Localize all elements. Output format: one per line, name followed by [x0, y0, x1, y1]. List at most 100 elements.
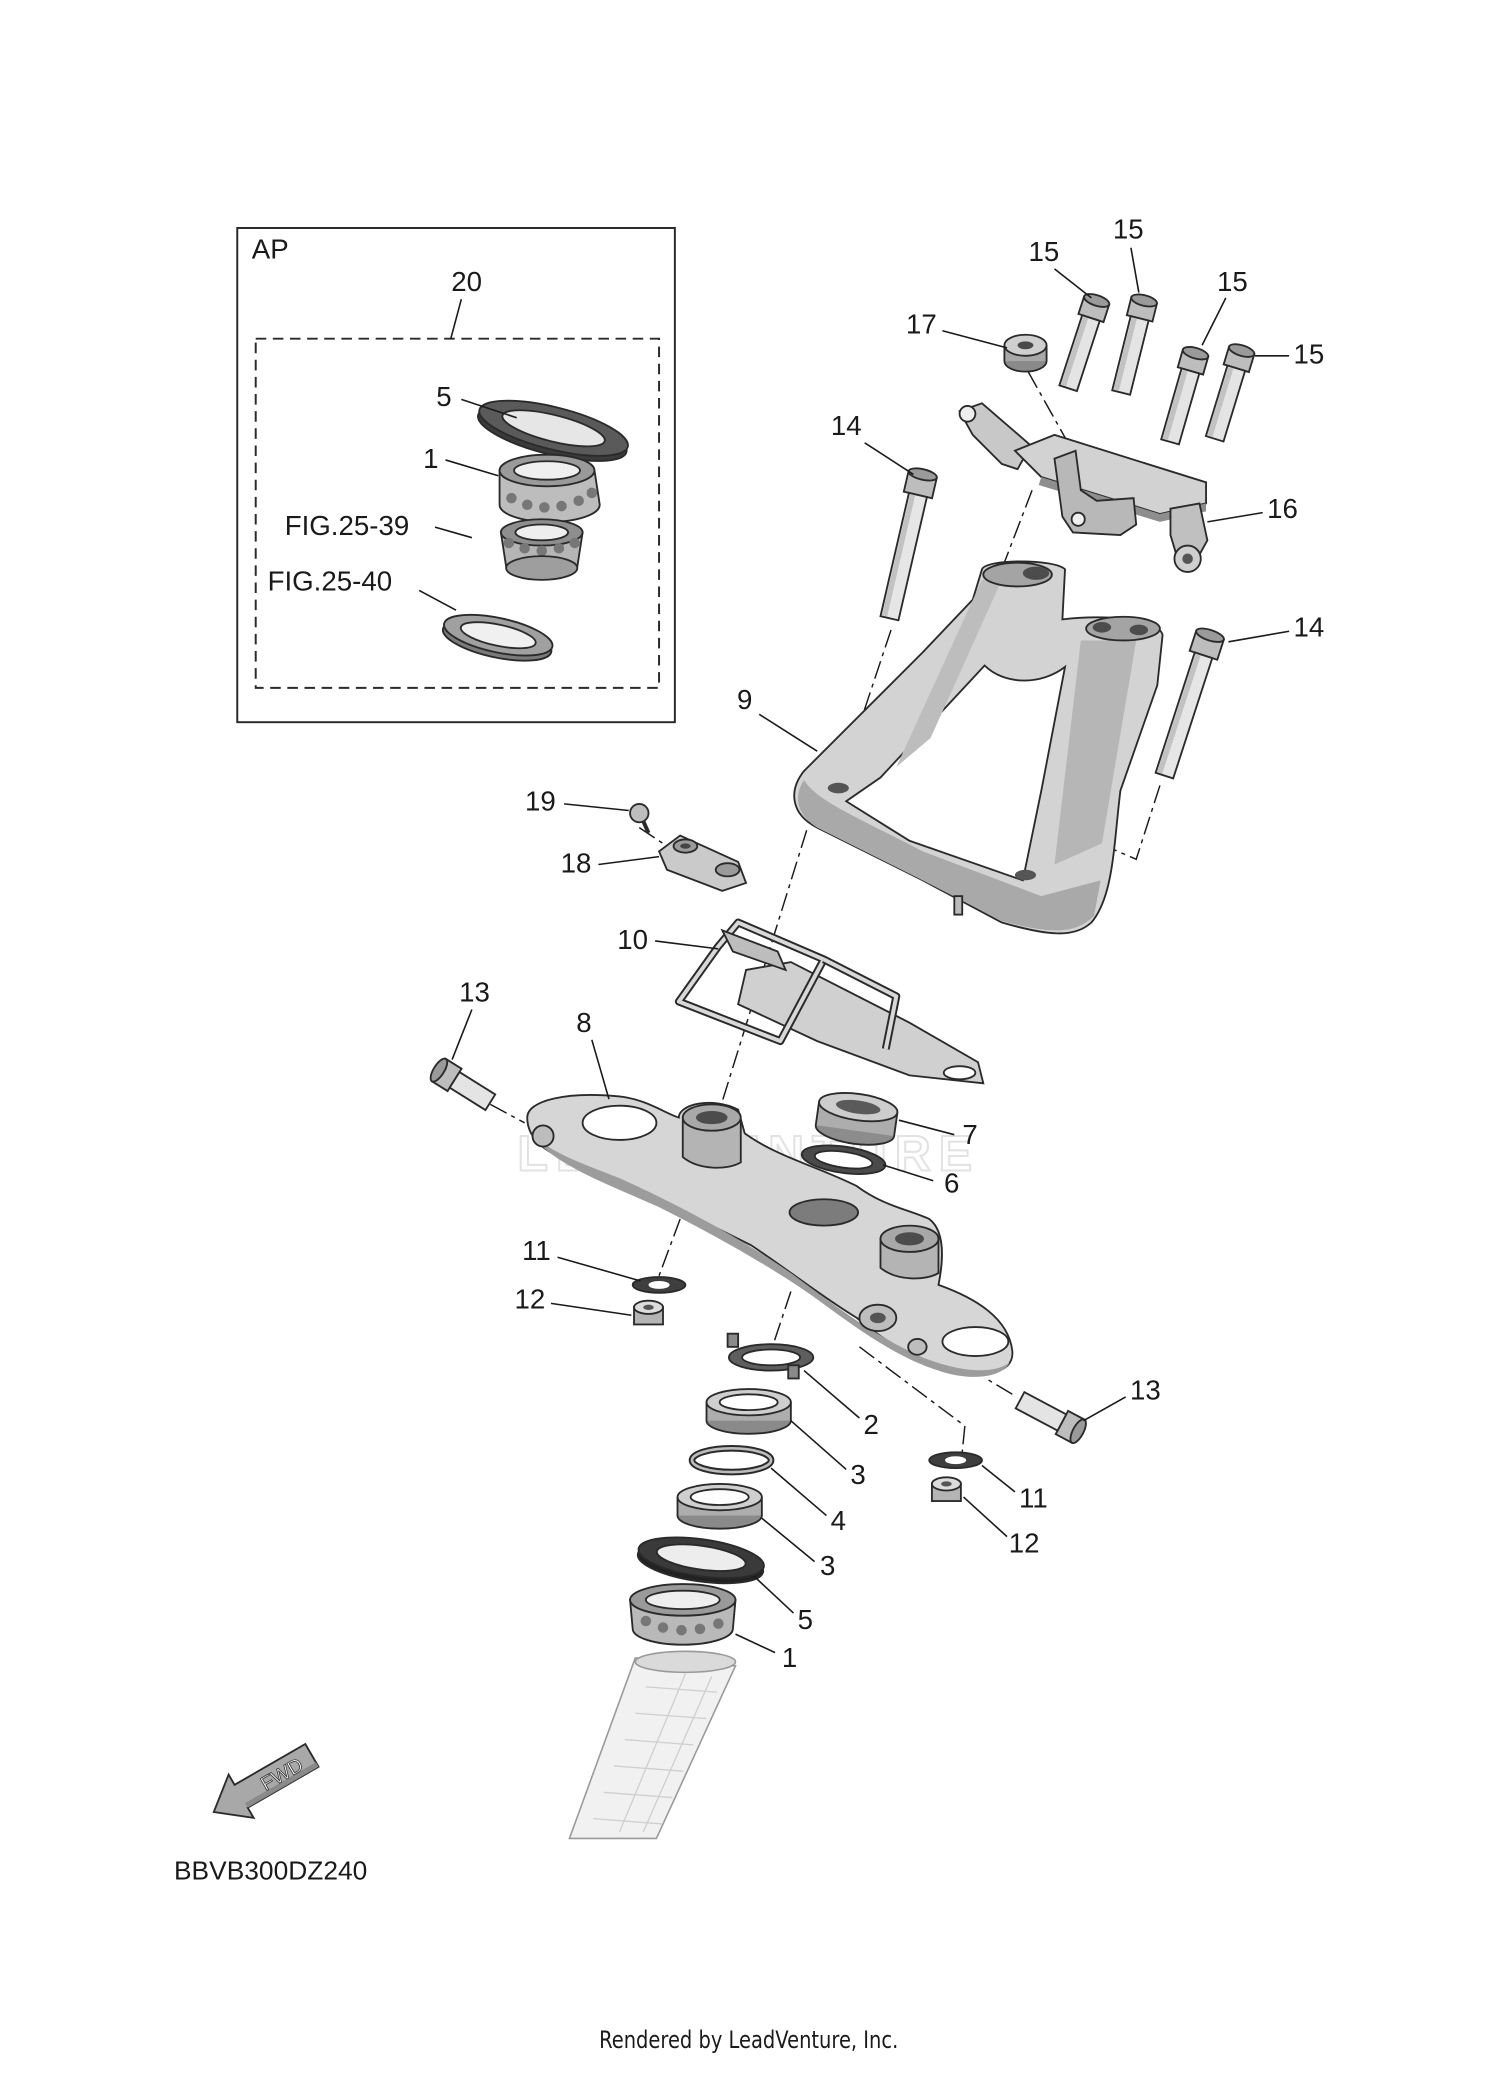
washer-17 [1003, 333, 1048, 373]
inset-title: AP [252, 233, 289, 264]
callout-13-left: 13 [459, 977, 490, 1008]
bearing-1 [629, 1583, 737, 1646]
axis-nut-left [658, 1218, 681, 1276]
leader-10 [654, 940, 719, 950]
nut-12-left [633, 1299, 664, 1326]
bolt-14-left [879, 467, 938, 622]
nut-7 [814, 1092, 899, 1146]
axis-bolt-13-right [985, 1377, 1013, 1395]
leader-12-left [550, 1302, 632, 1317]
diagram-code: BBVB300DZ240 [174, 1855, 367, 1885]
axis-nut-right [858, 1346, 966, 1453]
leader-8 [591, 1039, 610, 1100]
leader-18 [598, 855, 660, 866]
leader-15-c [1201, 297, 1227, 346]
callout-11-left: 11 [522, 1235, 551, 1266]
callout-15-c: 15 [1217, 266, 1248, 297]
bolt-15-a [1058, 293, 1111, 393]
callout-11-right: 11 [1019, 1483, 1048, 1514]
callouts: 15 15 15 15 17 14 16 14 9 19 18 10 13 8 … [451, 214, 1324, 1673]
inset-fig-ref-lower: FIG.25-40 [268, 565, 393, 596]
callout-8: 8 [576, 1007, 591, 1038]
callout-10: 10 [617, 924, 648, 955]
inset-washer-leader [461, 398, 517, 419]
leader-3-upper [790, 1420, 847, 1471]
callout-4: 4 [831, 1505, 846, 1536]
bolt-13-right [1014, 1390, 1087, 1445]
leader-16 [1207, 511, 1263, 523]
callout-18: 18 [561, 847, 592, 878]
holder-9 [793, 560, 1164, 935]
leader-3-lower [761, 1517, 816, 1563]
steering-stem [568, 1650, 737, 1840]
washer-11-left [631, 1276, 687, 1294]
cover-5 [636, 1536, 765, 1585]
callout-12-left: 12 [514, 1284, 545, 1315]
callout-14-left: 14 [831, 410, 862, 441]
inset-bearing-label: 1 [423, 443, 438, 474]
bolt-15-d [1204, 343, 1256, 443]
inset-border [236, 227, 676, 724]
inset-kit-leader [450, 298, 463, 339]
leader-15-a [1053, 268, 1092, 299]
callout-5: 5 [798, 1604, 813, 1635]
callout-6: 6 [944, 1168, 959, 1199]
callout-15-d: 15 [1293, 339, 1324, 370]
nut-12-right [930, 1476, 962, 1502]
washer-4 [688, 1445, 775, 1476]
leader-1 [735, 1633, 776, 1654]
footer-credit: Rendered by LeadVenture, Inc. [599, 2026, 898, 2054]
callout-7: 7 [962, 1119, 977, 1150]
under-bracket-8 [526, 1094, 1014, 1377]
washer-6 [800, 1144, 887, 1175]
leader-7 [898, 1119, 955, 1136]
callout-17: 17 [906, 308, 937, 339]
inset-seal-ring [441, 613, 554, 662]
leader-14-left [864, 442, 914, 476]
bracket-16 [958, 402, 1209, 573]
bolt-15-b [1111, 293, 1159, 396]
inset-bearing-leader [445, 459, 499, 477]
bolt-13-left [429, 1057, 497, 1112]
leader-15-b [1130, 247, 1140, 293]
screw-19 [629, 802, 651, 834]
axis-bracket-16 [1001, 489, 1033, 570]
callout-2: 2 [864, 1409, 879, 1440]
leader-17 [942, 330, 1008, 349]
lock-washer-2 [726, 1332, 815, 1380]
leader-12-right [963, 1496, 1008, 1538]
inset-washer-label: 5 [436, 381, 451, 412]
callout-3-upper: 3 [850, 1459, 865, 1490]
inset-fig-upper-leader [434, 526, 473, 539]
callout-16: 16 [1267, 493, 1298, 524]
leader-5 [753, 1575, 795, 1614]
ring-nut-3-lower [676, 1482, 763, 1530]
inset-bearing [498, 453, 601, 523]
washer-11-right [928, 1451, 983, 1470]
bolt-15-c [1160, 346, 1210, 446]
inset-kit-number: 20 [451, 266, 482, 297]
forward-arrow-icon: FWD [212, 1742, 320, 1820]
bolt-14-right [1154, 627, 1225, 780]
callout-12-right: 12 [1009, 1527, 1040, 1558]
ring-nut-3-upper [705, 1388, 792, 1435]
callout-9: 9 [737, 684, 752, 715]
leader-9 [758, 713, 818, 752]
callout-1: 1 [782, 1642, 797, 1673]
leader-4 [770, 1467, 827, 1517]
callout-14-right: 14 [1293, 612, 1324, 643]
axis-bolt-13-left [489, 1103, 525, 1124]
inset-panel: AP 20 5 1 [236, 227, 676, 724]
callout-19: 19 [525, 785, 556, 816]
leader-11-left [557, 1256, 641, 1282]
inset-lower-bearing [499, 518, 584, 581]
callout-13-right: 13 [1130, 1375, 1161, 1406]
callout-3-lower: 3 [820, 1550, 835, 1581]
leader-19 [564, 803, 629, 812]
leader-11-right [981, 1464, 1016, 1493]
inset-fig-ref-upper: FIG.25-39 [285, 510, 410, 541]
leader-6 [882, 1164, 934, 1182]
callout-15-b: 15 [1113, 214, 1144, 245]
callout-15-a: 15 [1029, 236, 1060, 267]
